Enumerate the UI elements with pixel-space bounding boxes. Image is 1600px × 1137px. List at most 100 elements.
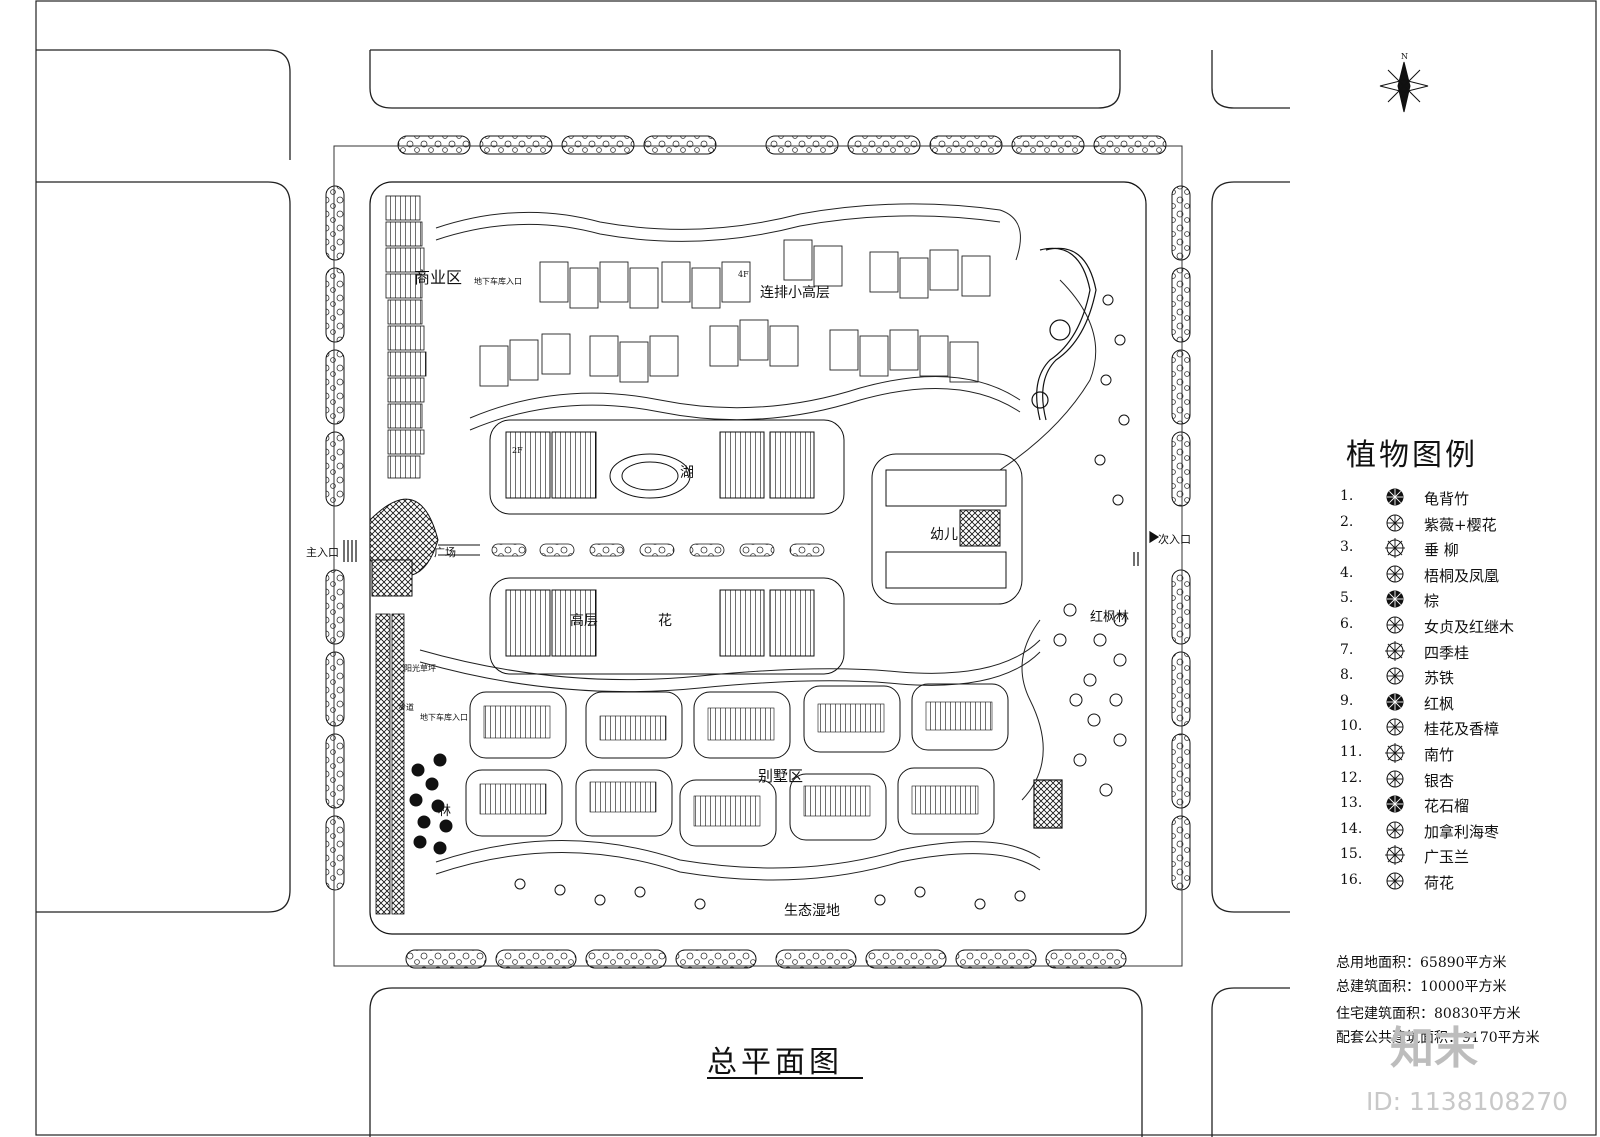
avenue-hedges — [491, 543, 825, 557]
bamboo-icon — [1385, 743, 1405, 763]
privet-icon — [1386, 616, 1404, 634]
watermark-id: ID: 1138108270 — [1366, 1087, 1569, 1116]
magnolia-icon — [1385, 845, 1405, 866]
legend-item: 5. 棕 — [1340, 588, 1570, 612]
label-path: 步道 — [398, 703, 414, 712]
date-palm-icon — [1386, 821, 1404, 839]
legend-item-number: 10. — [1340, 718, 1363, 735]
townhouse-block-top — [479, 239, 991, 387]
east-garden-pavilion — [1031, 247, 1097, 829]
legend-item-name: 加拿利海枣 — [1424, 822, 1500, 841]
ginkgo-icon — [1386, 770, 1404, 788]
label-garage-entry-top: 地下车库入口 — [474, 277, 522, 286]
legend-item: 6. 女贞及红继木 — [1340, 614, 1570, 638]
camphor-icon — [1386, 718, 1404, 736]
villa-units — [479, 701, 993, 827]
north-label: N — [1401, 52, 1408, 61]
stat-residential-area: 住宅建筑面积：80830平方米 — [1336, 1006, 1521, 1022]
lotus-icon — [1386, 872, 1404, 890]
tree-texture — [409, 294, 1130, 910]
legend-item-number: 4. — [1340, 564, 1354, 581]
legend-item: 1.龟背竹 — [1340, 486, 1570, 510]
legend-item-number: 9. — [1340, 692, 1354, 709]
osmanthus-icon — [1385, 640, 1405, 661]
red-maple-icon — [1386, 693, 1404, 711]
floor-label-2f: 2F — [512, 446, 523, 455]
phoenix-tree-icon — [1386, 565, 1404, 583]
legend-item-name: 桂花及香樟 — [1424, 720, 1500, 739]
north-arrow-icon — [1379, 61, 1429, 113]
legend-item-number: 7. — [1340, 641, 1354, 658]
legend-item: 11. 南竹 — [1340, 742, 1570, 766]
label-red-maple-forest: 红枫林 — [1090, 610, 1130, 625]
legend-item-name: 银杏 — [1424, 771, 1455, 790]
label-main-entrance: 主入口 — [306, 546, 339, 559]
legend-item-name: 梧桐及凤凰 — [1424, 566, 1500, 585]
legend-item-name: 棕 — [1424, 592, 1440, 611]
label-forest: 林 — [438, 804, 452, 819]
legend-item-name: 荷花 — [1424, 874, 1455, 892]
legend-item-name: 苏铁 — [1424, 669, 1455, 688]
legend-item-number: 5. — [1340, 590, 1354, 607]
label-garage-entry-left: 地下车库入口 — [420, 713, 468, 722]
stat-total-site-area: 总用地面积：65890平方米 — [1336, 955, 1507, 971]
kindergarten-block — [871, 453, 1023, 605]
legend-item-number: 12. — [1340, 769, 1363, 786]
label-wetland: 生态湿地 — [784, 903, 840, 919]
label-townhouse-highrise: 连排小高层 — [760, 285, 830, 301]
palm-icon — [1386, 590, 1404, 608]
legend-item-name: 四季桂 — [1424, 643, 1470, 662]
stat-public-facility-area: 配套公共建筑面积：9170平方米 — [1336, 1030, 1540, 1046]
legend-item-name: 垂 柳 — [1424, 541, 1459, 560]
site-boundary — [333, 145, 1183, 967]
legend-item: 14.加拿利海枣 — [1340, 819, 1570, 843]
legend-item: 15.广玉兰 — [1340, 844, 1570, 868]
legend-item: 4. 梧桐及凤凰 — [1340, 563, 1570, 587]
label-highrise: 高层 — [570, 613, 598, 629]
label-secondary-entrance: 次入口 — [1158, 533, 1191, 546]
legend-item-number: 13. — [1340, 795, 1363, 812]
label-lake: 湖 — [680, 465, 694, 481]
legend-item-name: 花石榴 — [1424, 797, 1470, 816]
crape-myrtle-icon — [1386, 514, 1404, 532]
legend-item-name: 紫薇+樱花 — [1424, 515, 1497, 534]
legend-item-number: 2. — [1340, 513, 1354, 530]
legend-item-number: 11. — [1340, 744, 1363, 760]
legend-item: 12. 银杏 — [1340, 768, 1570, 792]
road-outlines — [36, 49, 1290, 1137]
label-garden: 花 — [658, 613, 672, 629]
legend-item-number: 6. — [1340, 616, 1354, 632]
legend-item: 7. 四季桂 — [1340, 640, 1570, 664]
legend-item: 16. 荷花 — [1340, 870, 1570, 894]
legend-item-number: 1. — [1340, 488, 1354, 504]
plan-title-underline — [707, 1077, 863, 1079]
legend-item: 10. 桂花及香樟 — [1340, 716, 1570, 740]
legend-item-name: 南竹 — [1424, 746, 1455, 764]
legend-item-number: 3. — [1340, 539, 1354, 556]
cycad-icon — [1386, 667, 1404, 685]
label-plaza: 广场 — [434, 546, 456, 559]
legend-item-name: 广玉兰 — [1424, 848, 1470, 867]
legend-title: 植物图例 — [1346, 438, 1478, 473]
commercial-buildings — [385, 195, 427, 479]
weeping-willow-icon — [1385, 538, 1405, 559]
label-sun-lawn: 阳光草坪 — [404, 664, 436, 673]
main-plaza — [369, 498, 480, 597]
villa-blocks — [465, 683, 1009, 847]
floor-label-4f: 4F — [738, 270, 749, 279]
main-entrance-marker — [343, 540, 357, 562]
label-villa-zone: 别墅区 — [758, 767, 804, 785]
legend-item-name: 红枫 — [1424, 694, 1455, 713]
sheet-border — [35, 0, 1597, 1136]
legend-item: 9. 红枫 — [1340, 691, 1570, 715]
secondary-entrance-marker — [1133, 530, 1160, 566]
legend-item-name: 女贞及红继木 — [1424, 618, 1515, 636]
legend-item: 13. 花石榴 — [1340, 793, 1570, 817]
label-kindergarten: 幼儿 — [930, 527, 958, 543]
legend-item: 3. 垂 柳 — [1340, 537, 1570, 561]
legend-item-number: 16. — [1340, 872, 1363, 888]
watermark-logo: 知末 — [1390, 1023, 1478, 1074]
monstera-icon — [1386, 488, 1404, 506]
label-commercial-zone: 商业区 — [414, 268, 463, 287]
